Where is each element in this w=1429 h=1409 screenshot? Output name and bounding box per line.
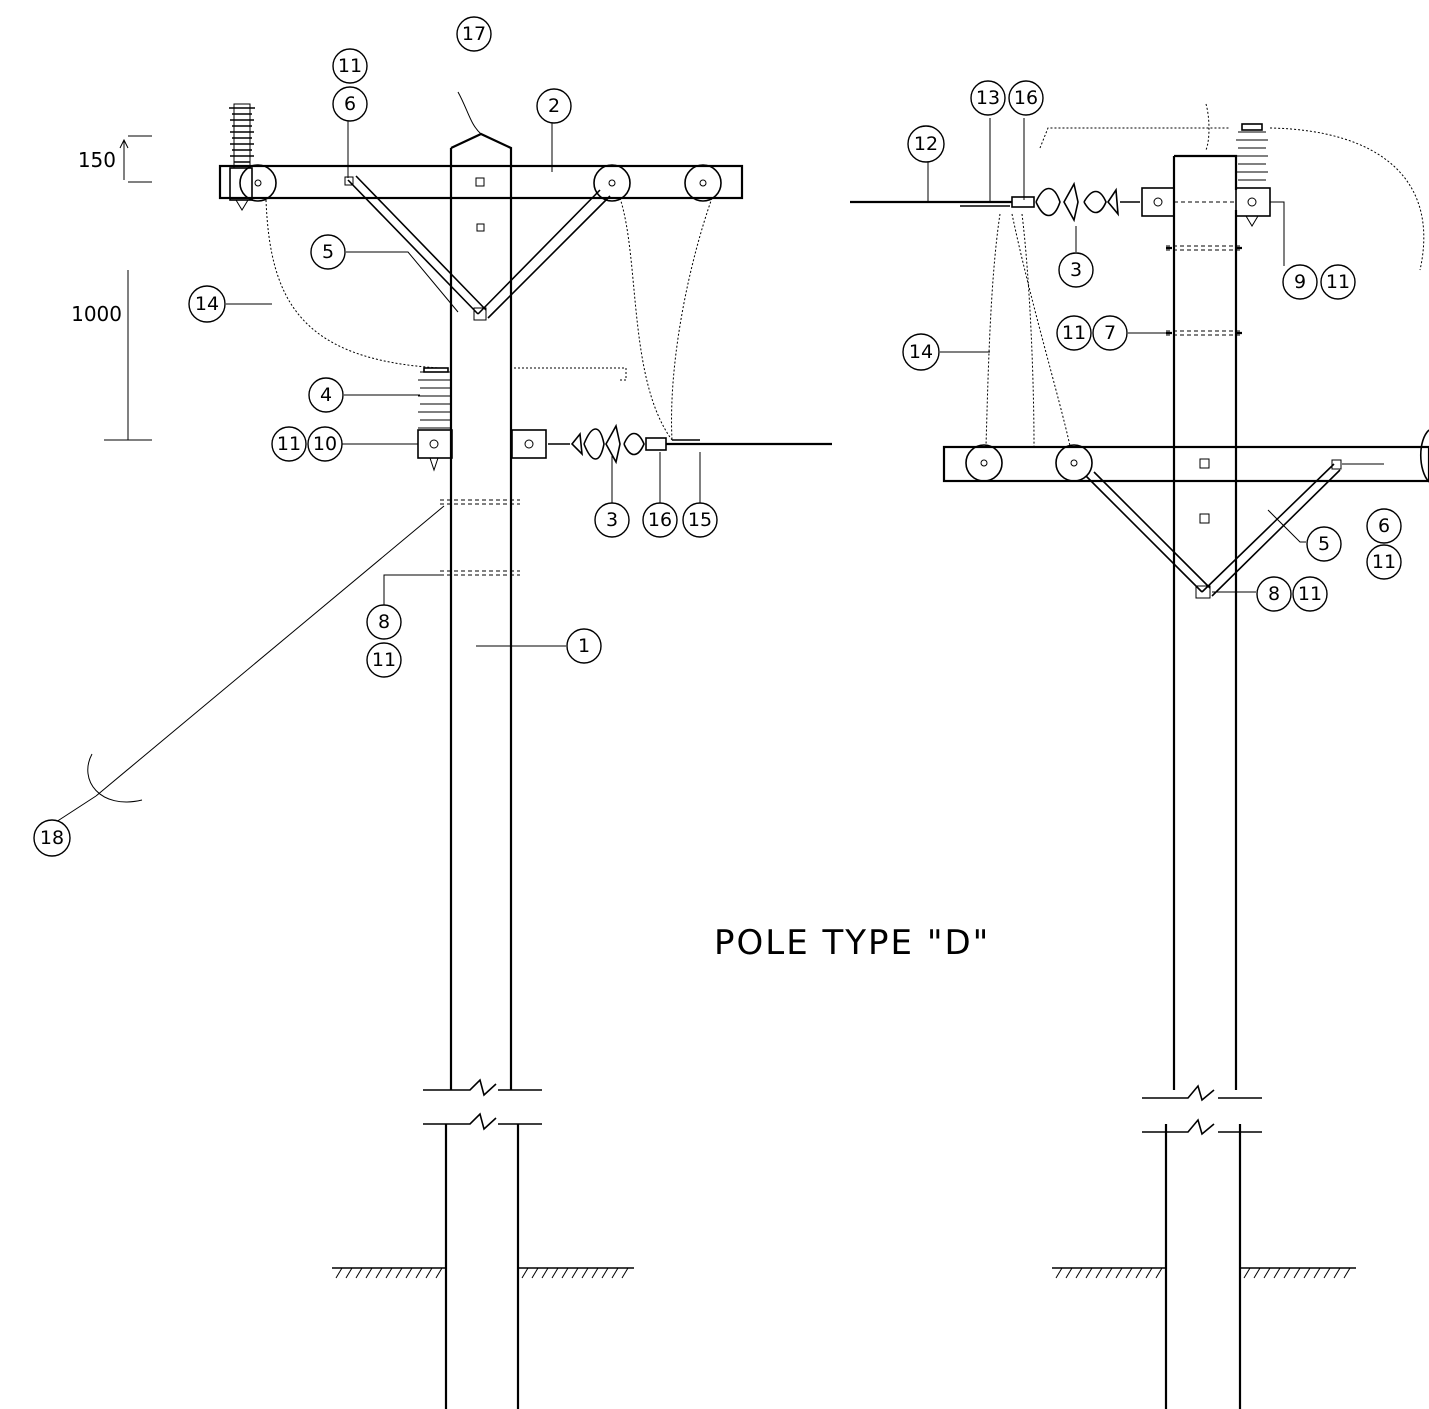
svg-text:17: 17: [462, 23, 486, 45]
callout-2: 2: [536, 88, 572, 124]
callout-r14: 14: [902, 333, 940, 371]
callout-r13: 13: [970, 80, 1006, 116]
svg-text:7: 7: [1104, 322, 1116, 344]
callout-1: 1: [566, 628, 602, 664]
callout-r16: 16: [1008, 80, 1044, 116]
callout-r6: 6: [1366, 508, 1402, 544]
callout-r8: 8: [1256, 576, 1292, 612]
svg-text:3: 3: [1070, 259, 1082, 281]
left-pole: [332, 132, 634, 1409]
svg-text:10: 10: [313, 433, 337, 455]
left-surge-arrester-top: [229, 103, 255, 211]
callout-r11c: 11: [1366, 544, 1402, 580]
callout-11b: 11: [271, 426, 307, 462]
svg-text:2: 2: [548, 95, 560, 117]
dimensions: 150 1000: [71, 138, 129, 326]
svg-text:12: 12: [914, 133, 938, 155]
svg-text:14: 14: [909, 341, 933, 363]
svg-text:9: 9: [1294, 271, 1306, 293]
left-crossarm: [218, 164, 744, 321]
right-crossarm: [942, 213, 1429, 599]
svg-text:18: 18: [40, 827, 64, 849]
svg-text:5: 5: [1318, 533, 1330, 555]
callout-17: 17: [456, 16, 492, 52]
svg-text:4: 4: [320, 384, 332, 406]
svg-text:11: 11: [1372, 551, 1396, 573]
svg-text:14: 14: [195, 293, 219, 315]
svg-text:13: 13: [976, 87, 1000, 109]
callout-14: 14: [188, 285, 226, 323]
callout-18: 18: [33, 819, 71, 857]
svg-text:11: 11: [372, 649, 396, 671]
svg-text:8: 8: [1268, 583, 1280, 605]
svg-text:3: 3: [606, 509, 618, 531]
callout-r11d: 11: [1292, 576, 1328, 612]
svg-text:11: 11: [277, 433, 301, 455]
svg-text:11: 11: [338, 55, 362, 77]
left-callouts: 17 11 6 2 5 14 4 11 10 3 16 15 8 11 1 18: [33, 16, 718, 857]
leader-lines: [55, 91, 1306, 823]
dimension-1000: 1000: [71, 302, 122, 326]
callout-10: 10: [307, 426, 343, 462]
svg-text:15: 15: [688, 509, 712, 531]
svg-text:11: 11: [1326, 271, 1350, 293]
svg-text:11: 11: [1062, 322, 1086, 344]
callout-r9: 9: [1282, 264, 1318, 300]
svg-text:5: 5: [322, 241, 334, 263]
callout-r3: 3: [1058, 252, 1094, 288]
right-top-assembly: [850, 103, 1425, 271]
callout-16: 16: [642, 502, 678, 538]
callout-r5: 5: [1306, 526, 1342, 562]
svg-text:1: 1: [578, 635, 590, 657]
right-callouts: 13 16 12 3 9 11 11 7 14 6 5 11 8 11: [902, 80, 1402, 612]
callout-3: 3: [594, 502, 630, 538]
callout-4: 4: [308, 377, 344, 413]
svg-text:6: 6: [1378, 515, 1390, 537]
dimension-150: 150: [78, 148, 116, 172]
drawing-title: POLE TYPE "D": [714, 923, 990, 963]
callout-8: 8: [366, 604, 402, 640]
callout-r11: 11: [1320, 264, 1356, 300]
callout-11: 11: [332, 48, 368, 84]
svg-text:16: 16: [648, 509, 672, 531]
left-lower-assembly: [87, 135, 832, 803]
callout-5: 5: [310, 234, 346, 270]
svg-text:8: 8: [378, 611, 390, 633]
svg-text:6: 6: [344, 93, 356, 115]
svg-text:16: 16: [1014, 87, 1038, 109]
callout-r11b: 11: [1056, 315, 1092, 351]
callout-r7: 7: [1092, 315, 1128, 351]
callout-11c: 11: [366, 642, 402, 678]
right-pole: [1052, 154, 1356, 1409]
callout-r12: 12: [907, 125, 945, 163]
callout-15: 15: [682, 502, 718, 538]
svg-text:11: 11: [1298, 583, 1322, 605]
callout-6: 6: [332, 86, 368, 122]
